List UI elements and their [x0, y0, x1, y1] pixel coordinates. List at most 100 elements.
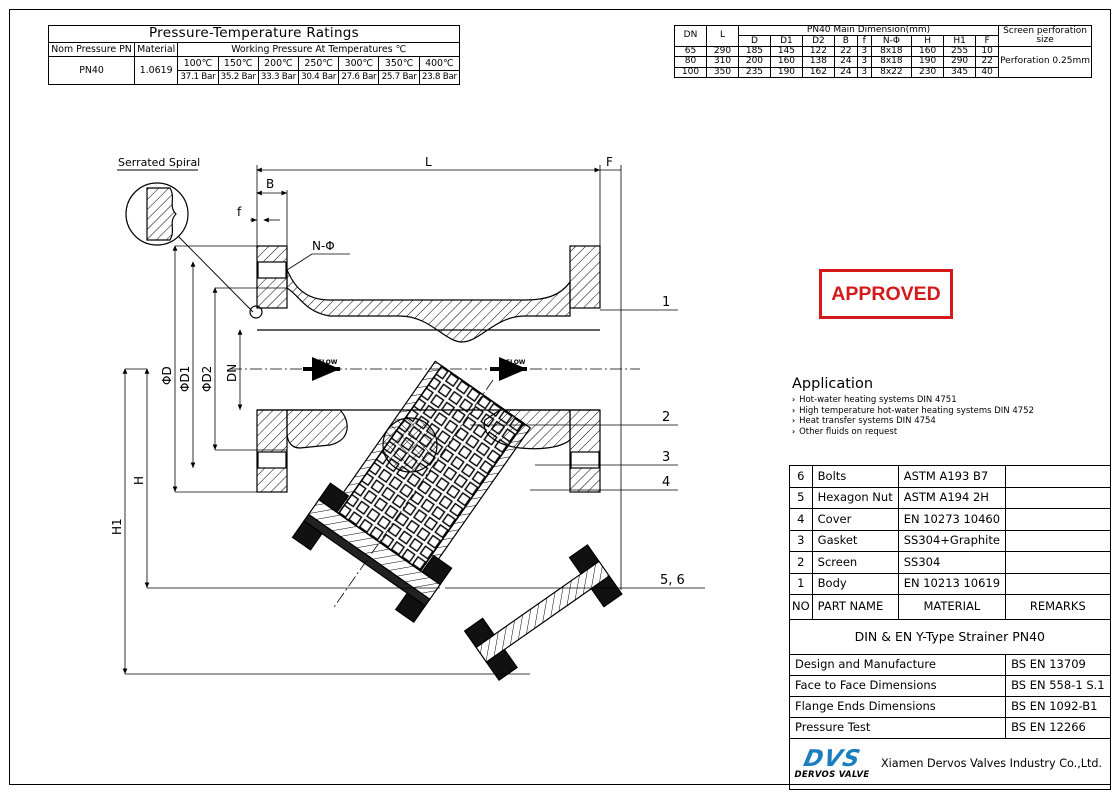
detail-leader [177, 235, 254, 313]
right-bolt-hole [570, 451, 600, 469]
part-material: SS304+Graphite [897, 529, 1007, 552]
logo-text: DERVOS VALVE [794, 770, 870, 780]
part-material: ASTM A193 B7 [897, 465, 1007, 488]
dervos-logo: DVS DERVOS VALVE [794, 746, 870, 780]
exploded-cover-plate [475, 560, 611, 663]
part-remarks [1005, 551, 1111, 574]
chevron-right-icon: › [792, 395, 796, 404]
dim-label-D: ΦD [160, 366, 174, 385]
part-no: 3 [789, 529, 813, 552]
dim-label-N: N-Φ [312, 239, 335, 253]
application-item: ›Heat transfer systems DIN 4754 [792, 416, 1034, 427]
standard-value: BS EN 1092-B1 [1005, 696, 1111, 718]
application-item: ›High temperature hot-water heating syst… [792, 406, 1034, 417]
callout-3: 3 [662, 450, 670, 465]
dim-cell: 40 [975, 66, 1000, 78]
parts-header-name: PART NAME [811, 594, 899, 620]
pt-material-value: 1.0619 [133, 56, 179, 85]
part-name: Cover [811, 508, 899, 531]
parts-header-no: NO [789, 594, 813, 620]
pressure-temperature-table: Pressure-Temperature Ratings Nom Pressur… [48, 25, 461, 85]
drawing-sheet-border [9, 9, 1111, 785]
pt-pressure: 33.3 Bar [257, 70, 300, 85]
serrated-spiral-profile [146, 187, 177, 241]
dim-perforation-value: Perforation 0.25mm [998, 45, 1092, 78]
pt-pressure: 27.6 Bar [338, 70, 380, 85]
part-remarks [1005, 572, 1111, 595]
company-name: Xiamen Dervos Valves Industry Co.,Ltd. [881, 757, 1103, 771]
dim-label-H1: H1 [110, 518, 124, 535]
standard-label: Design and Manufacture [788, 654, 1007, 676]
body-upper-wall [286, 269, 571, 343]
application-item-text: Heat transfer systems DIN 4754 [799, 416, 936, 427]
chevron-right-icon: › [792, 426, 796, 436]
application-item: ›Hot-water heating systems DIN 4751 [792, 395, 1034, 406]
part-no: 2 [789, 551, 813, 574]
callout-5-6: 5, 6 [660, 573, 685, 588]
application-title: Application [792, 376, 874, 392]
dim-row: 100 350 235 190 162 24 3 8x22 230 345 40 [674, 66, 1092, 78]
screen-axis [332, 379, 494, 610]
left-bolt-hole-lower [257, 451, 287, 469]
dim-label-D2: ΦD2 [200, 366, 214, 392]
parts-header-remarks: REMARKS [1005, 594, 1111, 620]
exploded-nut-right [568, 544, 600, 575]
parts-row: 1 Body EN 10213 10619 [789, 572, 1111, 595]
standard-value: BS EN 12266 [1005, 717, 1111, 739]
part-no: 6 [789, 465, 813, 488]
logo-mark: DVS [801, 746, 863, 772]
left-flange-bottom [256, 409, 288, 493]
dim-label-DN: DN [225, 364, 239, 382]
part-name: Screen [811, 551, 899, 574]
parts-header-row: NO PART NAME MATERIAL REMARKS [789, 594, 1111, 620]
company-block: DVS DERVOS VALVE Xiamen Dervos Valves In… [789, 738, 1111, 790]
part-no: 5 [789, 486, 813, 509]
callout-4: 4 [662, 475, 670, 490]
standard-row: Face to Face Dimensions BS EN 558-1 S.1 [788, 675, 1111, 697]
part-name: Gasket [811, 529, 899, 552]
screen-mesh-detail [382, 417, 438, 473]
parts-row: 4 Cover EN 10273 10460 [789, 508, 1111, 531]
parts-row: 5 Hexagon Nut ASTM A194 2H [789, 486, 1111, 509]
part-remarks [1005, 529, 1111, 552]
dim-cell: 162 [801, 66, 835, 78]
pt-pressure: 23.8 Bar [418, 70, 461, 85]
screen-basket [291, 360, 532, 624]
serrated-spiral-label: Serrated Spiral [118, 156, 200, 169]
bolt-left [318, 482, 350, 514]
right-flange-bottom [569, 409, 601, 493]
right-flange-top [569, 245, 601, 309]
standard-row: Flange Ends Dimensions BS EN 1092-B1 [788, 696, 1111, 718]
detail-target [249, 305, 263, 319]
parts-row: 2 Screen SS304 [789, 551, 1111, 574]
callout-2: 2 [662, 410, 670, 425]
parts-header-material: MATERIAL [897, 594, 1007, 620]
application-item-text: High temperature hot-water heating syste… [799, 405, 1034, 416]
dim-label-H: H [132, 476, 146, 485]
part-remarks [1005, 465, 1111, 488]
dim-label-L: L [425, 155, 432, 169]
part-remarks [1005, 486, 1111, 509]
standard-row: Design and Manufacture BS EN 13709 [788, 654, 1111, 676]
part-no: 4 [789, 508, 813, 531]
part-name: Body [811, 572, 899, 595]
pt-pressure: 25.7 Bar [378, 70, 420, 85]
part-remarks [1005, 508, 1111, 531]
part-material: EN 10273 10460 [897, 508, 1007, 531]
dim-cell: 24 [833, 66, 858, 78]
standard-label: Flange Ends Dimensions [788, 696, 1007, 718]
dim-label-D1: ΦD1 [178, 366, 192, 392]
part-material: EN 10213 10619 [897, 572, 1007, 595]
serrated-spiral-detail-circle [125, 182, 189, 246]
dim-label-B: B [266, 177, 274, 191]
dim-cell: 8x22 [870, 66, 913, 78]
standard-row: Pressure Test BS EN 12266 [788, 717, 1111, 739]
part-no: 1 [789, 572, 813, 595]
approved-stamp: APPROVED [819, 269, 953, 319]
body-lower-left-wall [286, 409, 348, 449]
exploded-cover [463, 544, 623, 681]
parts-row: 6 Bolts ASTM A193 B7 [789, 465, 1111, 488]
left-bolt-hole [257, 261, 287, 279]
nut-left [291, 520, 323, 551]
